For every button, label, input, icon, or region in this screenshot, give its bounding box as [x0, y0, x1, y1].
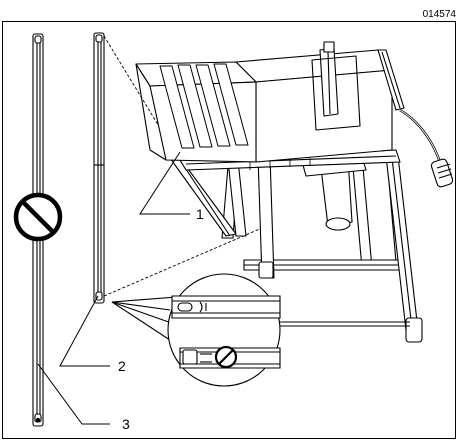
detail-callout-bubble: [111, 273, 281, 387]
no-symbol-icon: [13, 192, 63, 242]
alignment-dashed-lines: [103, 35, 263, 297]
long-rail-part-3: [32, 33, 44, 427]
figure-frame: [2, 21, 456, 439]
callout-3: 3: [122, 416, 130, 432]
small-no-symbol-icon: [214, 345, 238, 369]
figure-code: 014574: [423, 9, 457, 20]
table-saw-stand: [135, 41, 454, 343]
short-rail-part-2: [93, 32, 105, 304]
callout-leaders: [37, 151, 190, 425]
detail-rail-correct: [171, 295, 281, 319]
callout-1: 1: [196, 206, 204, 222]
callout-2: 2: [118, 358, 126, 374]
